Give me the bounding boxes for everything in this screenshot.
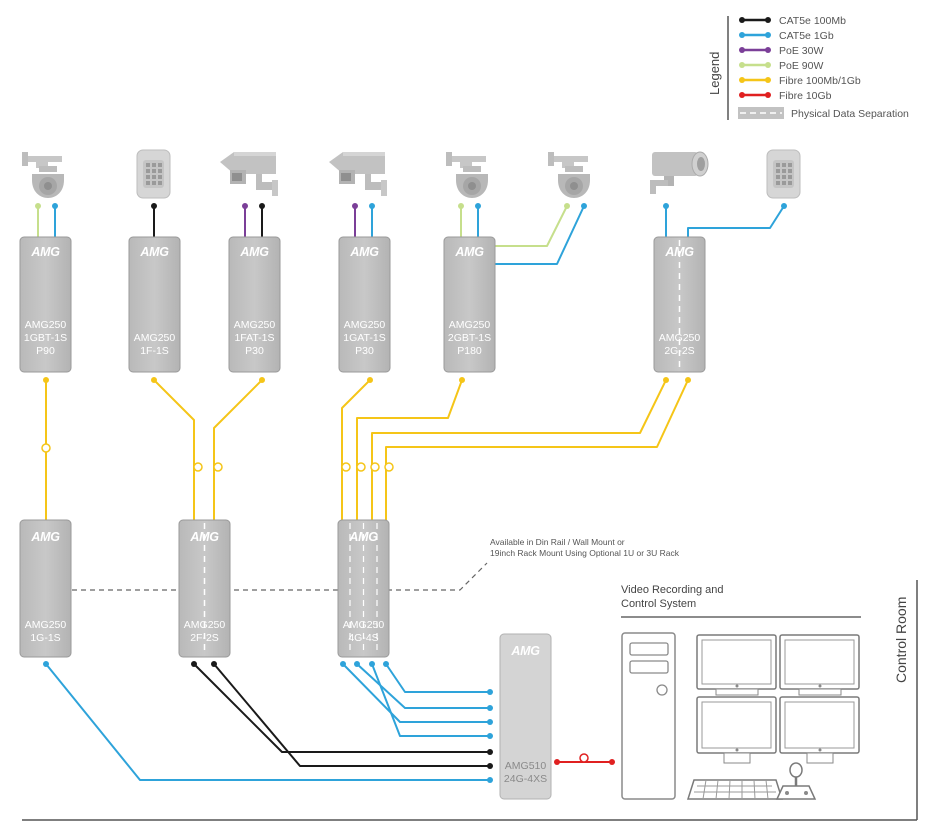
- vrcs-title: Video Recording and: [621, 584, 724, 596]
- vrcs-title: Control System: [621, 598, 696, 610]
- legend-item-poe-90w: PoE 90W: [739, 60, 823, 72]
- legend-label: CAT5e 100Mb: [779, 15, 846, 27]
- device-model: 1F-1S: [140, 345, 169, 357]
- device-model: AMG250: [234, 319, 276, 331]
- device-model: 2GBT-1S: [448, 332, 491, 344]
- device-model: 4G-4S: [348, 632, 378, 644]
- device-logo: AMG: [239, 245, 269, 259]
- device-model: AMG250: [344, 319, 386, 331]
- legend-item-fibre-10gb: Fibre 10Gb: [739, 90, 832, 102]
- device-logo: AMG: [189, 530, 219, 544]
- fibre-10gb-link: [554, 753, 615, 765]
- legend-label: Physical Data Separation: [791, 108, 909, 120]
- recorder-tower-icon: [621, 632, 676, 800]
- legend-label: Fibre 100Mb/1Gb: [779, 75, 861, 87]
- edge-device: AMG AMG250 1F-1S: [128, 236, 181, 373]
- device-model: 24G-4XS: [504, 773, 547, 785]
- device-model: 1G-1S: [30, 632, 60, 644]
- legend-label: Fibre 10Gb: [779, 90, 832, 102]
- monitor-icon: [779, 634, 860, 696]
- ptz-dome-camera-icon: [446, 152, 488, 198]
- mount-note-leader: [72, 562, 488, 591]
- legend-label: PoE 90W: [779, 60, 823, 72]
- device-model: AMG250: [25, 319, 67, 331]
- bullet-camera-icon: [220, 152, 278, 196]
- device-model: 1FAT-1S: [234, 332, 274, 344]
- ptz-dome-camera-icon: [548, 152, 590, 198]
- aggregator-device: AMG AMG250 1G-1S: [19, 519, 72, 658]
- edge-icons: [22, 149, 801, 199]
- legend-item-cat5e-100mb: CAT5e 100Mb: [739, 15, 846, 27]
- legend-item-cat5e-1gb: CAT5e 1Gb: [739, 30, 834, 42]
- legend-title: Legend: [707, 52, 722, 95]
- mount-note-line: Available in Din Rail / Wall Mount or: [490, 537, 625, 547]
- device-model: P30: [245, 345, 264, 357]
- access-keypad-icon: [766, 149, 801, 199]
- device-logo: AMG: [454, 245, 484, 259]
- legend-label: CAT5e 1Gb: [779, 30, 834, 42]
- legend-item-fibre-1gb: Fibre 100Mb/1Gb: [739, 75, 861, 87]
- device-model: AMG510: [505, 760, 547, 772]
- joystick-icon: [775, 762, 817, 800]
- ptz-dome-camera-icon: [22, 152, 64, 198]
- edge-device: AMG AMG250 2GBT-1S P180: [443, 236, 496, 373]
- device-model: P90: [36, 345, 55, 357]
- edge-device: AMG AMG250 1GBT-1S P90: [19, 236, 72, 373]
- edge-device: AMG AMG250 1GAT-1S P30: [338, 236, 391, 373]
- device-model: P180: [457, 345, 482, 357]
- bullet-camera-icon: [329, 152, 387, 196]
- core-switch: AMG AMG510 24G-4XS: [499, 633, 552, 800]
- aggregator-device: AMG AMG250 2F-2S: [178, 519, 231, 658]
- edge-device: AMG AMG250 2G-2S: [653, 236, 706, 373]
- device-logo: AMG: [664, 245, 694, 259]
- legend: Legend CAT5e 100Mb CAT5e 1Gb PoE 30W PoE…: [707, 15, 909, 120]
- device-logo: AMG: [30, 530, 60, 544]
- monitor-icon: [696, 634, 777, 696]
- legend-label: PoE 30W: [779, 45, 823, 57]
- device-model: AMG250: [449, 319, 491, 331]
- fibre-links: [45, 379, 689, 520]
- core-links: [43, 661, 493, 783]
- access-keypad-icon: [136, 149, 171, 199]
- device-logo: AMG: [349, 245, 379, 259]
- device-model: 1GBT-1S: [24, 332, 67, 344]
- device-model: AMG250: [343, 619, 385, 631]
- device-model: AMG250: [25, 619, 67, 631]
- device-model: P30: [355, 345, 374, 357]
- device-logo: AMG: [348, 530, 378, 544]
- device-model: AMG250: [134, 332, 176, 344]
- control-room-label: Control Room: [893, 597, 909, 683]
- device-model: 2G-2S: [664, 345, 694, 357]
- icon-links: [35, 203, 787, 265]
- box-camera-icon: [650, 151, 709, 194]
- fibre-connectors: [41, 377, 691, 472]
- edge-device: AMG AMG250 1FAT-1S P30: [228, 236, 281, 373]
- aggregator-device: AMG AMG250 4G-4S: [337, 519, 390, 658]
- device-model: 1GAT-1S: [343, 332, 385, 344]
- device-logo: AMG: [30, 245, 60, 259]
- monitor-icon: [696, 696, 777, 764]
- legend-item-poe-30w: PoE 30W: [739, 45, 823, 57]
- keyboard-icon: [686, 779, 784, 800]
- device-model: 2F-2S: [190, 632, 219, 644]
- mount-note-line: 19inch Rack Mount Using Optional 1U or 3…: [490, 548, 680, 558]
- device-model: AMG250: [184, 619, 226, 631]
- device-model: AMG250: [659, 332, 701, 344]
- device-logo: AMG: [510, 644, 540, 658]
- legend-item-separation: Physical Data Separation: [738, 107, 909, 120]
- control-room: Video Recording and Control System Contr…: [22, 580, 918, 821]
- device-logo: AMG: [139, 245, 169, 259]
- mount-note: Available in Din Rail / Wall Mount or 19…: [490, 537, 680, 558]
- monitor-icon: [779, 696, 860, 764]
